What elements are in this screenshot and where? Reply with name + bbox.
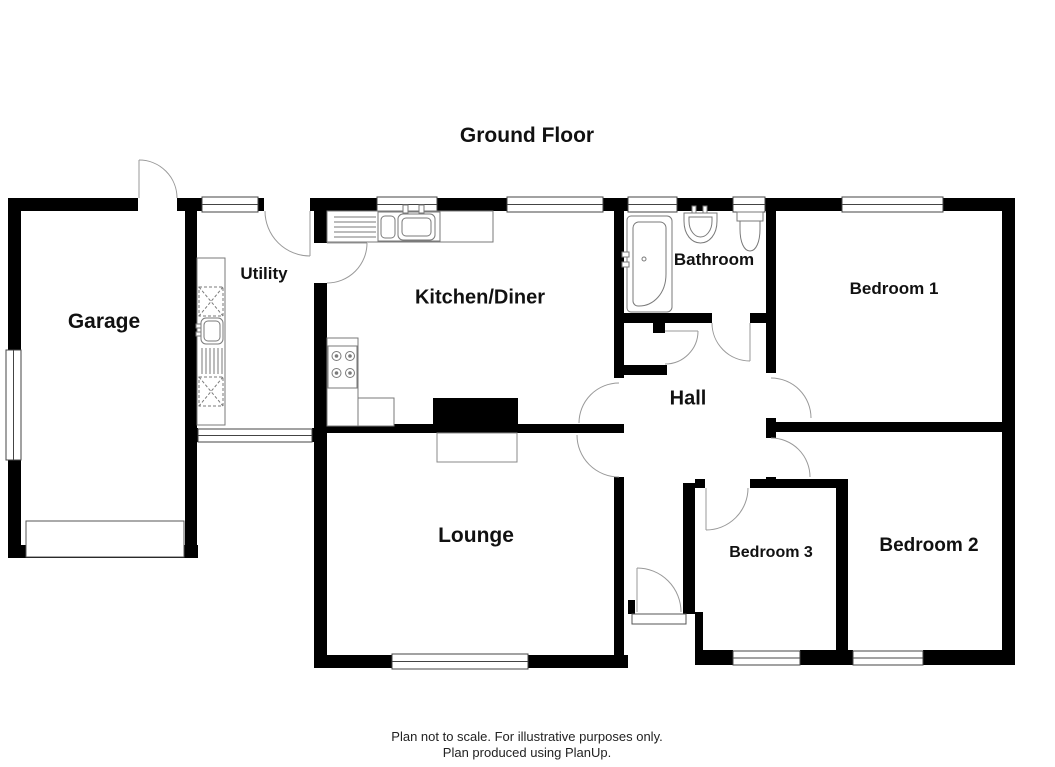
room-label-bedroom3: Bedroom 3 bbox=[729, 544, 813, 561]
utility-rear-window bbox=[197, 428, 313, 443]
bedroom1-door bbox=[770, 377, 812, 419]
wall-bathroom-bottom-stub bbox=[750, 313, 776, 323]
wall-hall-cupboard-left bbox=[614, 323, 624, 378]
wall-garage-left-lower bbox=[8, 460, 21, 558]
garage-door-panel bbox=[25, 520, 185, 558]
bathroom-door bbox=[711, 322, 751, 362]
wall-lounge-bottom-b bbox=[528, 655, 628, 668]
wall-top-kitchen-bath bbox=[603, 198, 628, 211]
toilet bbox=[736, 211, 764, 252]
room-label-lounge: Lounge bbox=[438, 524, 514, 547]
bathroom-window-2 bbox=[732, 196, 766, 213]
bedroom1-window bbox=[841, 196, 944, 213]
windows bbox=[5, 196, 944, 670]
bathtub bbox=[621, 215, 673, 313]
wall-top-garage-utility bbox=[177, 198, 202, 211]
wall-top-garage bbox=[8, 198, 138, 211]
utility-exterior-door bbox=[264, 210, 311, 257]
room-label-bathroom: Bathroom bbox=[673, 250, 755, 269]
wall-cupboard-pillar bbox=[653, 323, 665, 333]
wall-top-bathroom-mid bbox=[677, 198, 733, 211]
utility-washer-1 bbox=[198, 286, 224, 317]
room-label-utility: Utility bbox=[240, 264, 288, 283]
wall-utility-kitchen-b bbox=[314, 283, 327, 428]
wall-frontdoor-left-stub bbox=[628, 600, 635, 614]
wall-bedroom2-bottom-a bbox=[848, 650, 853, 665]
disclaimer-line-1: Plan not to scale. For illustrative purp… bbox=[391, 729, 663, 744]
wall-bedroom3-top-b bbox=[750, 479, 848, 488]
wall-bedroom1-bedroom2-divider bbox=[766, 422, 1015, 432]
utility-sink bbox=[195, 317, 224, 345]
wall-hall-right-upper bbox=[766, 211, 776, 373]
wall-bedroom3-left-connector bbox=[695, 612, 703, 654]
utility-drainer bbox=[201, 348, 223, 374]
wall-utility-kitchen-a bbox=[314, 211, 327, 243]
disclaimer-line-2: Plan produced using PlanUp. bbox=[442, 745, 612, 760]
exterior-walls bbox=[8, 198, 1015, 668]
kitchen-sink-small-bowl bbox=[380, 215, 396, 239]
kitchen-sink-counter bbox=[326, 204, 494, 243]
bedroom2-door bbox=[770, 437, 811, 478]
utility-counter bbox=[195, 257, 226, 426]
wall-cupboard-bottom bbox=[624, 365, 667, 375]
utility-window bbox=[201, 196, 259, 213]
room-label-hall: Hall bbox=[669, 387, 707, 410]
bath-tap-1 bbox=[621, 251, 630, 258]
wall-kitchen-bathroom-divider bbox=[614, 211, 624, 313]
fireplace-hearth bbox=[436, 432, 518, 463]
wall-top-bedroom1-b bbox=[943, 198, 1015, 211]
lounge-window bbox=[391, 653, 529, 670]
bedroom2-window bbox=[852, 650, 924, 666]
interior-walls bbox=[314, 211, 1015, 665]
basin-tap-2 bbox=[702, 205, 708, 214]
doors bbox=[138, 159, 812, 613]
room-label-bedroom1: Bedroom 1 bbox=[849, 279, 939, 298]
basin-tap-1 bbox=[691, 205, 697, 214]
kitchen-hall-door bbox=[578, 382, 620, 424]
wall-garage-utility-divider bbox=[185, 210, 197, 548]
room-label-garage: Garage bbox=[67, 310, 141, 333]
garage-exterior-door bbox=[138, 159, 178, 199]
wall-top-bedroom1-a bbox=[765, 198, 842, 211]
wall-lounge-bottom-a bbox=[314, 655, 392, 668]
lounge-hall-door bbox=[576, 434, 620, 478]
wall-lounge-right bbox=[614, 477, 624, 657]
wall-bathroom-bottom bbox=[614, 313, 712, 323]
hall-cupboard-door bbox=[664, 330, 699, 365]
kitchen-hob bbox=[326, 337, 395, 427]
wall-bedroom3-top-a bbox=[695, 479, 705, 488]
wall-top-kitchen-mid bbox=[437, 198, 507, 211]
bath-tap-2 bbox=[621, 261, 630, 268]
utility-washer-2 bbox=[198, 376, 224, 407]
wall-bedroom3-bottom-a bbox=[695, 650, 733, 665]
kitchen-tap-2 bbox=[418, 204, 425, 214]
bedroom3-door bbox=[705, 487, 749, 531]
wall-lounge-left bbox=[314, 428, 327, 668]
kitchen-tap-1 bbox=[402, 204, 409, 214]
wall-top-utility-a bbox=[258, 198, 264, 211]
chimney-breast bbox=[433, 398, 518, 433]
front-door-step bbox=[631, 613, 687, 625]
wall-corridor-right bbox=[683, 483, 695, 606]
fixtures bbox=[25, 204, 764, 625]
room-label-kitchen-diner: Kitchen/Diner bbox=[414, 286, 546, 309]
room-label-bedroom2: Bedroom 2 bbox=[879, 535, 979, 556]
wall-hall-right-stub-b bbox=[766, 432, 776, 438]
utility-kitchen-door bbox=[326, 242, 368, 284]
wall-bedroom3-bedroom2-divider bbox=[836, 479, 848, 665]
garage-window bbox=[5, 349, 22, 461]
wall-garage-left-upper bbox=[8, 198, 21, 350]
wall-bedroom2-bottom-b bbox=[923, 650, 1015, 665]
wall-utility-bottom-a bbox=[185, 428, 198, 442]
front-door bbox=[636, 567, 682, 613]
bedroom3-window bbox=[732, 650, 801, 666]
kitchen-window-2 bbox=[506, 196, 604, 213]
disclaimer-text: Plan not to scale. For illustrative purp… bbox=[391, 729, 662, 761]
bathroom-window-1 bbox=[627, 196, 678, 213]
wash-basin bbox=[683, 205, 718, 244]
plan-title: Ground Floor bbox=[459, 124, 595, 147]
wall-top-utility-kitchen bbox=[310, 198, 377, 211]
